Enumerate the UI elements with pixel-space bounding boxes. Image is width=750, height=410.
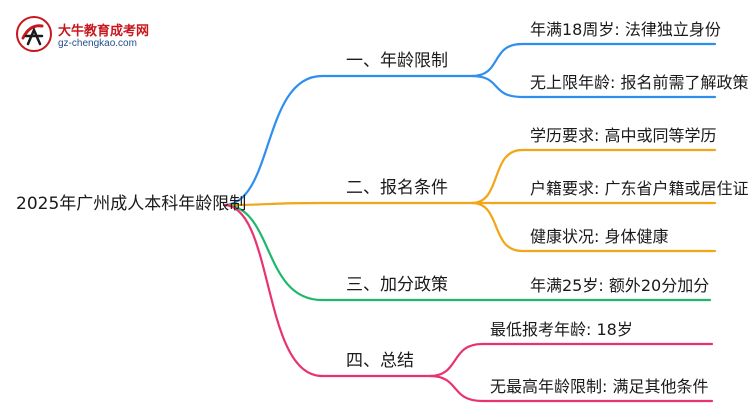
branch-connector [222, 74, 324, 207]
leaf-topic: 无最高年龄限制: 满足其他条件 [490, 377, 709, 396]
logo-mark-icon [16, 16, 52, 52]
leaf-connector [470, 201, 717, 253]
branch-topic: 一、年龄限制 [346, 51, 448, 71]
site-logo[interactable]: 大牛教育成考网 gz-chengkao.com [14, 14, 164, 54]
branch-topic: 三、加分政策 [346, 275, 448, 295]
leaf-topic: 年满18周岁: 法律独立身份 [530, 20, 721, 39]
leaf-topic: 户籍要求: 广东省户籍或居住证 [530, 179, 749, 198]
leaf-topic: 最低报考年龄: 18岁 [490, 320, 633, 339]
leaf-connector [428, 342, 714, 378]
leaf-connector [470, 74, 717, 99]
leaf-connector [428, 374, 714, 403]
leaf-topic: 健康状况: 身体健康 [530, 227, 669, 246]
branch-topic: 二、报名条件 [346, 178, 448, 198]
logo-url: gz-chengkao.com [58, 38, 137, 49]
branch-connector [222, 201, 324, 207]
branch-topic: 四、总结 [346, 351, 414, 371]
root-topic: 2025年广州成人本科年龄限制 [16, 194, 247, 214]
leaf-connector [470, 42, 717, 78]
leaf-connector [470, 148, 717, 205]
leaf-topic: 年满25岁: 额外20分加分 [530, 276, 710, 295]
branch-connector [222, 203, 324, 302]
logo-title: 大牛教育成考网 [58, 24, 150, 39]
branch-connector [222, 203, 324, 378]
leaf-topic: 无上限年龄: 报名前需了解政策 [530, 73, 749, 92]
leaf-topic: 学历要求: 高中或同等学历 [530, 126, 717, 145]
